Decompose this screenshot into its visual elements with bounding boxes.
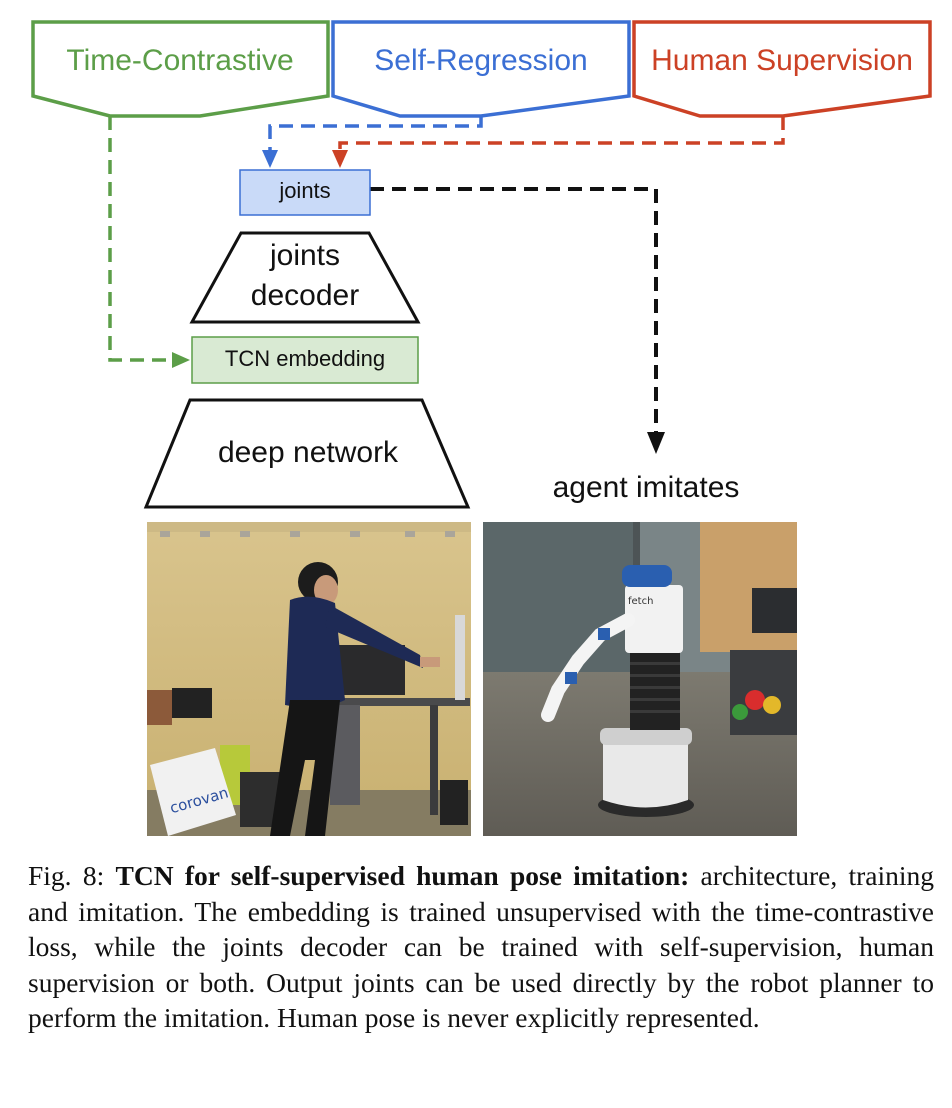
time-contrastive-source: Time-Contrastive <box>31 20 330 118</box>
caption-title: TCN for self-supervised human pose imita… <box>115 860 690 891</box>
human-supervision-arrow <box>332 116 785 168</box>
time-contrastive-arrow <box>108 116 190 368</box>
tcn-embedding-label: TCN embedding <box>225 346 385 371</box>
figure-caption: Fig. 8: TCN for self-supervised human po… <box>28 858 934 1036</box>
robot-imitation-photo: fetch <box>483 522 797 836</box>
self-regression-arrow <box>262 116 483 168</box>
tcn-embedding-box: TCN embedding <box>191 336 419 384</box>
human-demonstration-photo: corovan <box>147 522 471 836</box>
self-regression-source: Self-Regression <box>331 20 631 118</box>
caption-figure-number: Fig. 8: <box>28 860 116 891</box>
human-supervision-label: Human Supervision <box>651 44 913 77</box>
imitation-arrow <box>370 187 665 454</box>
joints-output-label: joints <box>278 178 330 203</box>
architecture-diagram: Time-Contrastive Self-Regression Human S… <box>31 20 932 836</box>
human-supervision-source: Human Supervision <box>632 20 932 118</box>
self-regression-label: Self-Regression <box>374 44 587 77</box>
joints-output-box: joints <box>239 169 371 216</box>
deep-network-block: deep network <box>143 398 471 509</box>
joints-decoder-label-line1: joints <box>269 239 340 272</box>
time-contrastive-label: Time-Contrastive <box>66 44 293 77</box>
agent-imitates-label: agent imitates <box>553 471 740 504</box>
joints-decoder-label-line2: decoder <box>251 279 359 312</box>
deep-network-label: deep network <box>218 436 399 469</box>
joints-decoder-block: joints decoder <box>189 231 421 324</box>
caption-body: architecture, training and imitation. Th… <box>28 860 934 1033</box>
fetch-robot-label: fetch <box>628 596 653 607</box>
